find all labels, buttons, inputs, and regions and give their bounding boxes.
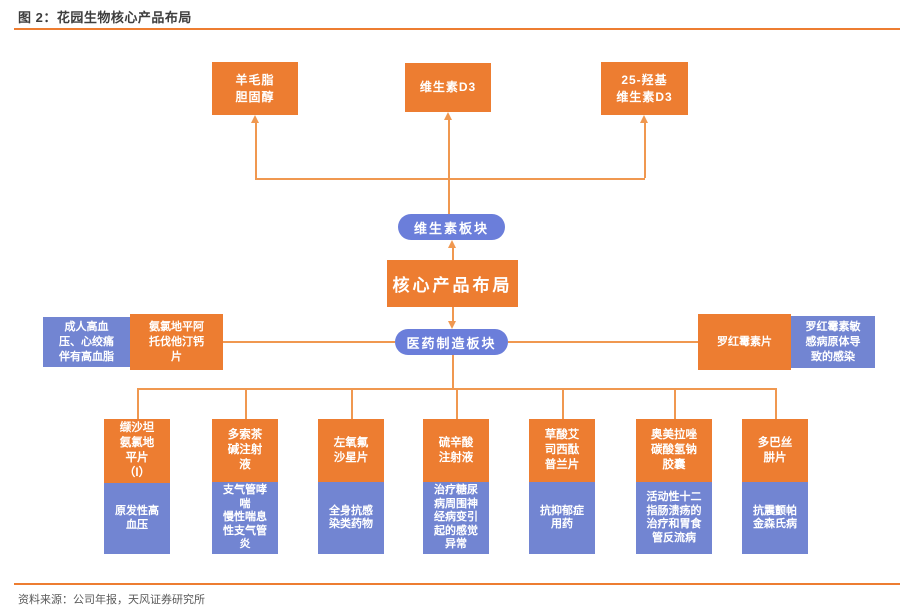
connector-line	[448, 120, 450, 214]
connector-line	[255, 178, 645, 180]
connector-line	[508, 341, 698, 343]
source-note: 资料来源：公司年报，天风证券研究所	[18, 594, 205, 606]
connector-line	[255, 123, 257, 178]
arrow-down-icon	[448, 321, 456, 329]
indication-box-6: 活动性十二 指肠溃疡的 治疗和胃食 管反流病	[636, 482, 712, 554]
right-product-box: 罗红霉素片	[698, 314, 791, 370]
connector-line	[351, 388, 353, 419]
vitamin-product-box-1: 羊毛脂 胆固醇	[212, 62, 298, 115]
indication-box-4: 治疗糖尿 病周围神 经病变引 起的感觉 异常	[423, 482, 489, 554]
footer-rule	[14, 583, 900, 585]
product-box-7: 多巴丝 肼片	[742, 419, 808, 482]
connector-line	[644, 123, 646, 178]
vitamin-segment-pill: 维生素板块	[398, 214, 505, 240]
connector-line	[452, 307, 454, 321]
left-indication-box: 成人高血 压、心绞痛 伴有高血脂	[43, 317, 130, 367]
arrow-up-icon	[640, 115, 648, 123]
connector-line	[775, 388, 777, 419]
indication-box-5: 抗抑郁症 用药	[529, 482, 595, 554]
product-box-4: 硫辛酸 注射液	[423, 419, 489, 482]
indication-box-7: 抗震颤帕 金森氏病	[742, 482, 808, 554]
product-box-6: 奥美拉唑 碳酸氢钠 胶囊	[636, 419, 712, 482]
indication-box-1: 原发性高 血压	[104, 483, 170, 554]
product-box-2: 多索茶 碱注射 液	[212, 419, 278, 482]
vitamin-product-box-2: 维生素D3	[405, 63, 491, 112]
indication-box-3: 全身抗感 染类药物	[318, 482, 384, 554]
header-rule	[14, 28, 900, 30]
connector-line	[245, 388, 247, 419]
connector-line	[452, 355, 454, 388]
product-box-5: 草酸艾 司西酞 普兰片	[529, 419, 595, 482]
connector-line	[456, 388, 458, 419]
right-indication-box: 罗红霉素敏 感病原体导 致的感染	[791, 316, 875, 368]
connector-line	[137, 388, 139, 419]
figure-title: 图 2：花园生物核心产品布局	[18, 10, 192, 25]
pharma-segment-pill: 医药制造板块	[395, 329, 508, 355]
product-box-1: 缬沙坦 氨氯地 平片 （I）	[104, 419, 170, 483]
core-product-box: 核心产品布局	[387, 260, 518, 307]
product-box-3: 左氧氟 沙星片	[318, 419, 384, 482]
connector-line	[674, 388, 676, 419]
arrow-up-icon	[444, 112, 452, 120]
arrow-up-icon	[251, 115, 259, 123]
arrow-up-icon	[448, 240, 456, 248]
left-product-box: 氨氯地平阿 托伐他汀钙 片	[130, 314, 223, 370]
indication-box-2: 支气管哮 喘 慢性喘息 性支气管 炎	[212, 482, 278, 554]
vitamin-product-box-3: 25-羟基 维生素D3	[601, 62, 688, 115]
connector-line	[562, 388, 564, 419]
connector-line	[452, 248, 454, 260]
connector-line	[223, 341, 395, 343]
